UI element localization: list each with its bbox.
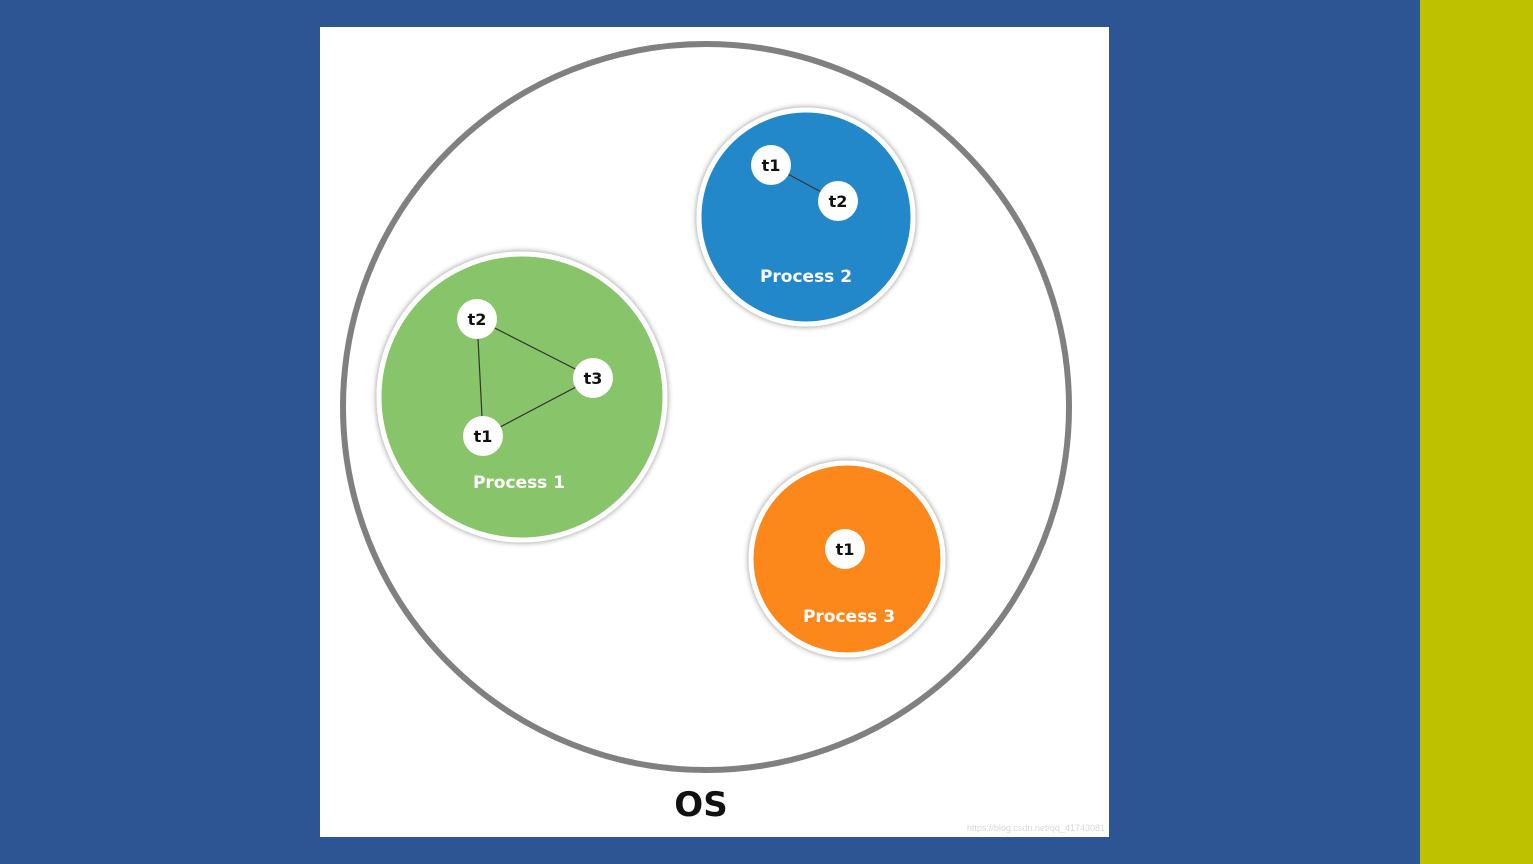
thread-node: t1 — [751, 145, 791, 185]
accent-bar — [1420, 0, 1533, 864]
process-label: Process 2 — [760, 267, 852, 287]
thread-label: t1 — [474, 427, 493, 446]
process-1: t2 t3 t1 Process 1 — [376, 251, 668, 543]
process-label: Process 3 — [803, 607, 895, 627]
thread-label: t2 — [468, 310, 487, 329]
thread-node: t1 — [825, 529, 865, 569]
process-3: t1 Process 3 — [748, 460, 946, 658]
process-1-circle — [376, 251, 668, 543]
process-2: t1 t2 Process 2 — [696, 107, 916, 327]
os-label: OS — [674, 785, 727, 825]
thread-label: t3 — [584, 369, 603, 388]
thread-node: t1 — [463, 416, 503, 456]
thread-node: t3 — [573, 358, 613, 398]
thread-label: t2 — [829, 192, 848, 211]
diagram-card: t2 t3 t1 Process 1 t1 — [320, 27, 1109, 837]
thread-label: t1 — [836, 540, 855, 559]
thread-link — [482, 377, 594, 437]
watermark: https://blog.csdn.net/qq_41743081 — [967, 823, 1105, 833]
thread-node: t2 — [457, 299, 497, 339]
thread-label: t1 — [762, 156, 781, 175]
thread-node: t2 — [818, 181, 858, 221]
os-process-thread-diagram: t2 t3 t1 Process 1 t1 — [340, 41, 1105, 833]
thread-link — [476, 318, 594, 379]
process-2-circle — [696, 107, 916, 327]
process-label: Process 1 — [473, 473, 565, 493]
